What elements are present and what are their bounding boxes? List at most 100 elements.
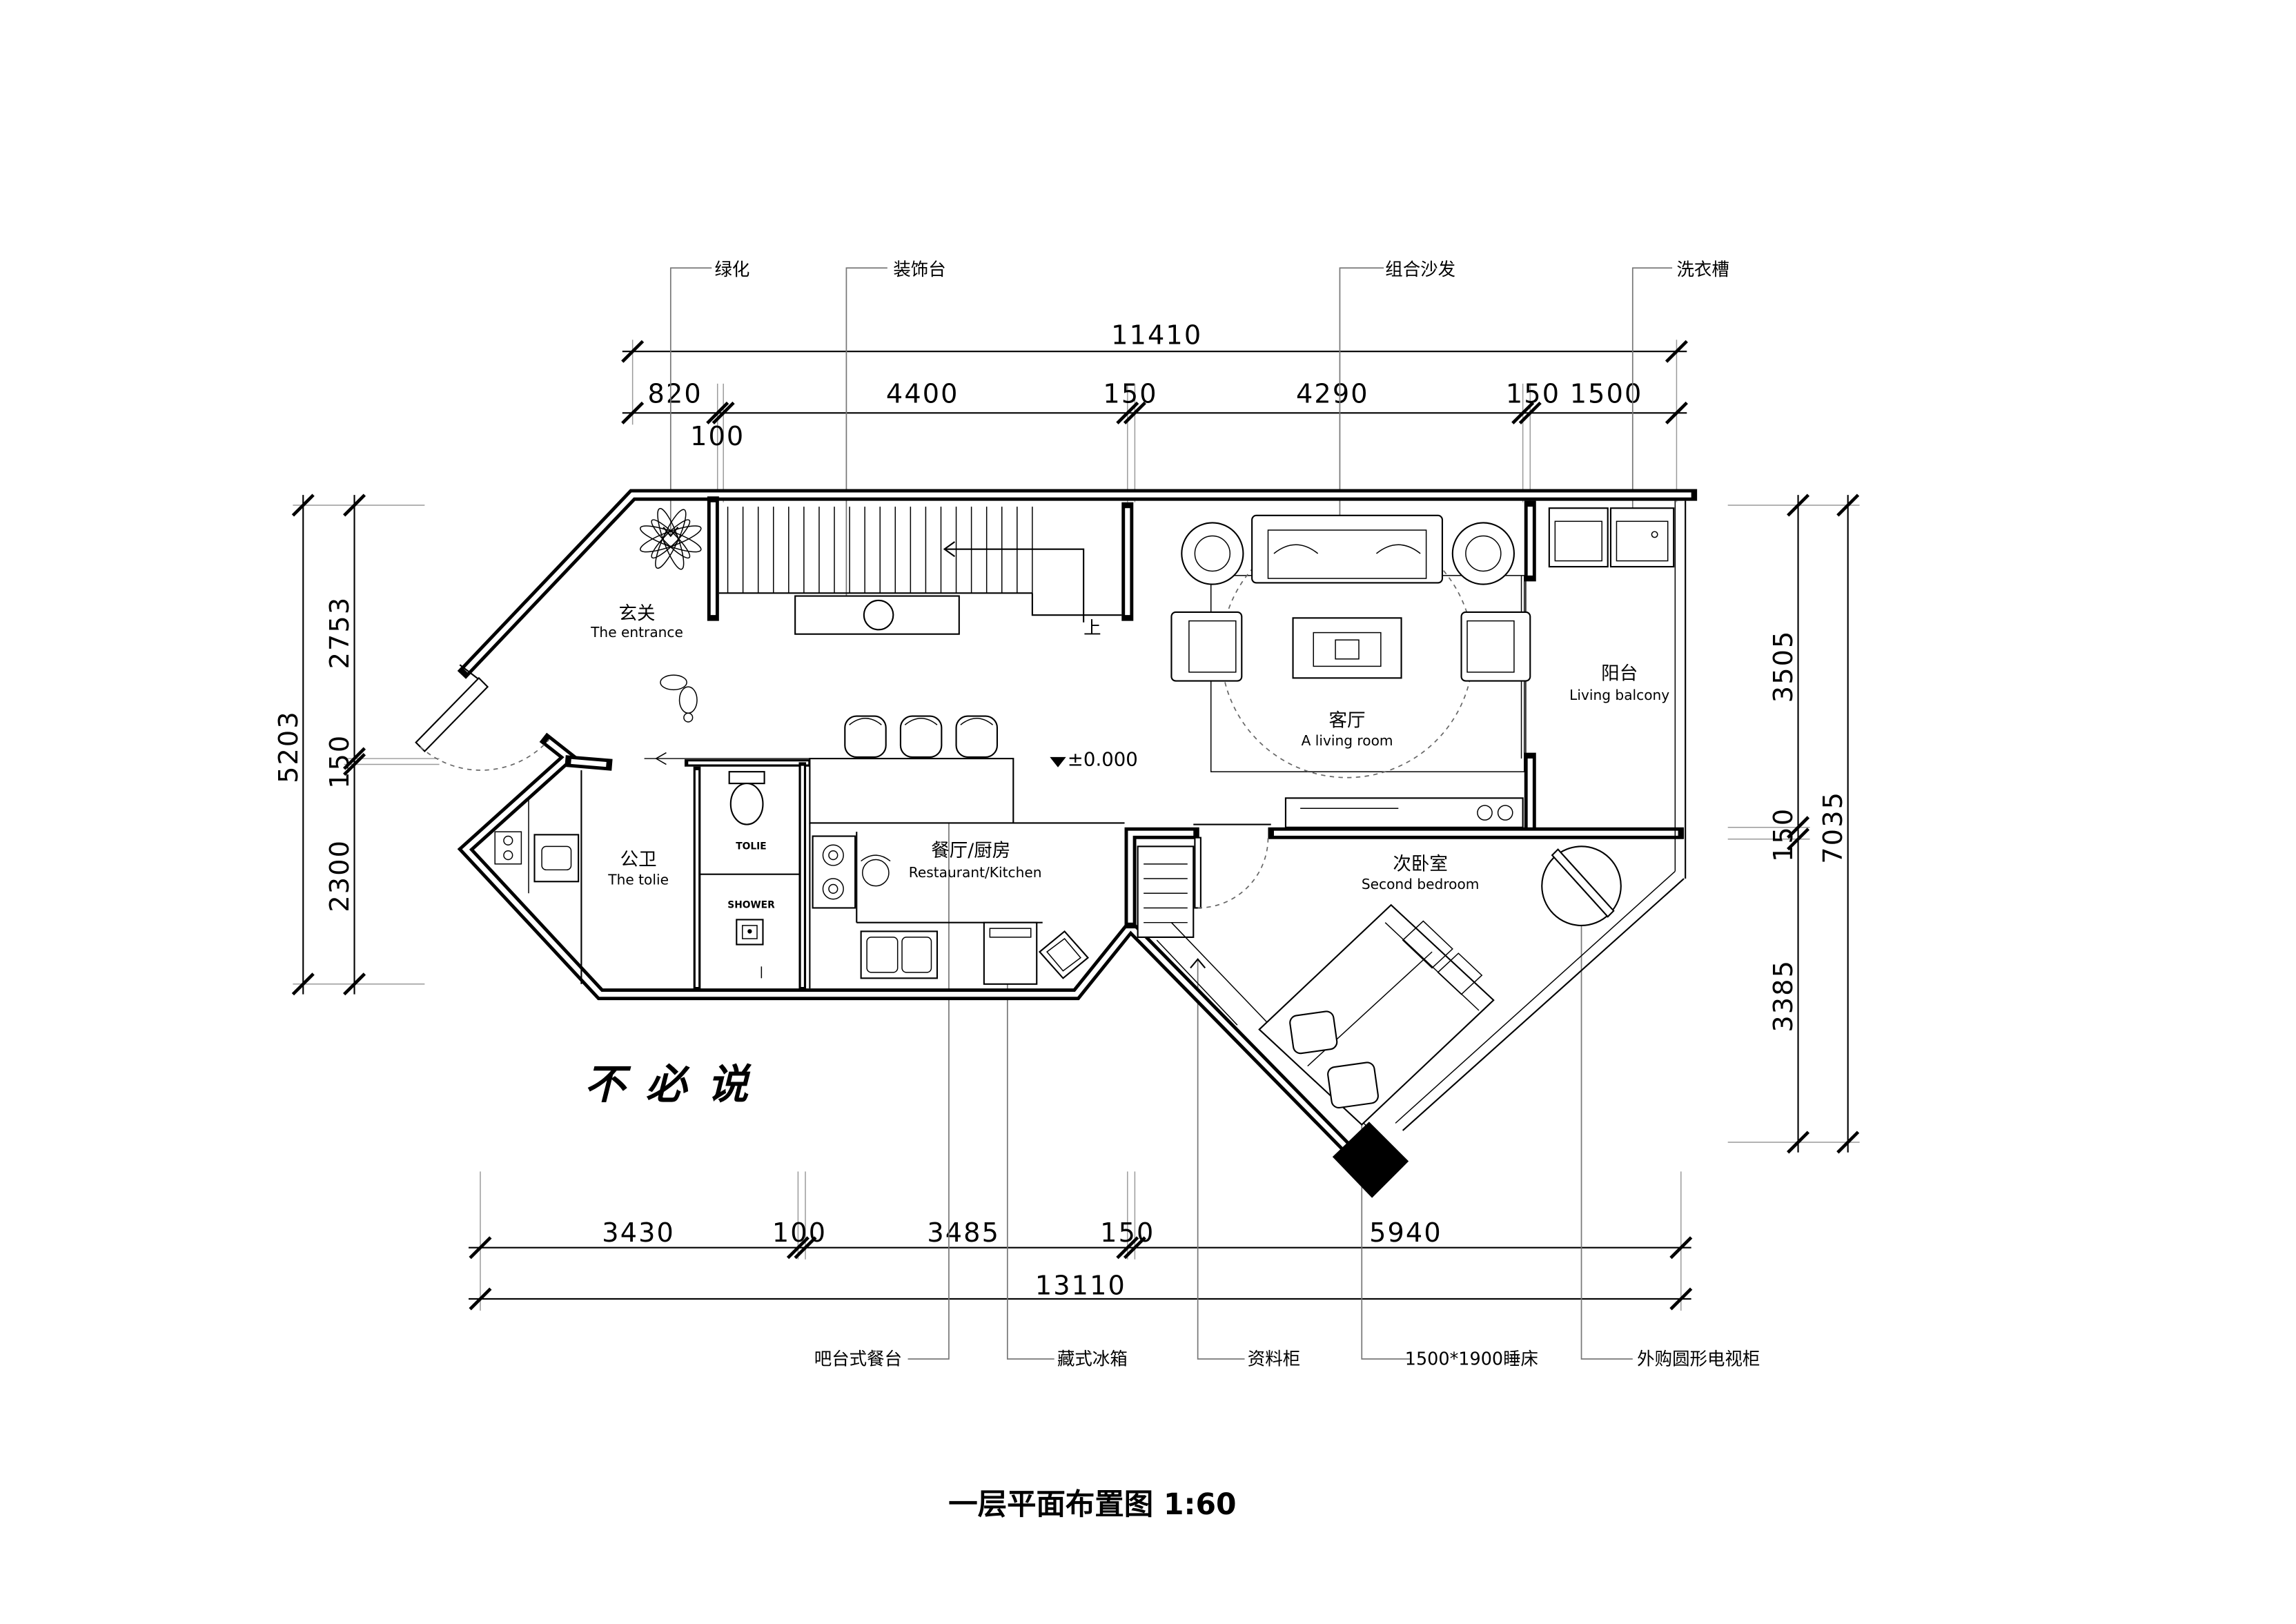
dimension-tick: [621, 401, 645, 424]
leader-greenery: [669, 267, 712, 535]
bar-stool-back: [960, 717, 994, 725]
sofa-cushion: [1376, 544, 1421, 554]
dim-top-4: 4290: [1296, 379, 1369, 409]
coffee-table: [1292, 617, 1402, 679]
nightstand-chair: [1327, 1062, 1379, 1109]
dim-bottom-2: 100: [772, 1218, 827, 1249]
coffee-table-top: [1313, 632, 1382, 667]
annotation-labels: 绿化 装饰台 组合沙发 洗衣槽 吧台式餐台 藏式冰箱 资料柜 1500*1900…: [714, 260, 1760, 1370]
plant-greenery: [640, 508, 702, 570]
speaker-icon: [1497, 805, 1513, 821]
faucet-icon: [503, 835, 513, 845]
room-kitchen-en: Restaurant/Kitchen: [909, 864, 1042, 881]
room-living-en: A living room: [1302, 732, 1393, 749]
dimension-tick: [1511, 401, 1535, 424]
bar-stool-back: [904, 717, 938, 725]
dimension-tick: [343, 972, 366, 996]
kitchen-chair: [861, 854, 891, 887]
shoe-mat-figure: [660, 674, 698, 723]
interior-walls: [684, 496, 1685, 991]
room-entrance-cn: 玄关: [618, 603, 655, 624]
stair-arrow-head: [943, 541, 956, 558]
dimension-ticks: [291, 340, 1860, 1311]
speaker-icon: [1477, 805, 1493, 821]
leader-decor-table: [845, 267, 887, 608]
faucet-icon: [503, 850, 513, 861]
dimension-tick: [1123, 401, 1146, 424]
dim-right-total: 7035: [1818, 791, 1849, 864]
dimension-texts: 11410 820 4400 150 4290 150 1500 100 520…: [274, 321, 1849, 1302]
dimension-tick: [1787, 828, 1810, 851]
door-leaf: [1194, 837, 1201, 909]
dim-left-1: 2753: [325, 596, 355, 669]
stair-landing-edge: [1031, 593, 1122, 616]
dim-top-1: 820: [648, 379, 703, 409]
dimension-tick: [1787, 816, 1810, 839]
toilet-tank: [728, 771, 765, 785]
dim-bottom-5: 5940: [1369, 1218, 1442, 1249]
cooktop: [812, 835, 856, 909]
laundry-sink: [1609, 507, 1675, 568]
washing-machine-lid: [1554, 520, 1602, 562]
burner-icon: [822, 878, 844, 900]
wall-stub-core: [571, 759, 607, 767]
bedroom-door: [1193, 823, 1271, 909]
file-cabinet-shelves: [1144, 863, 1188, 923]
burner-icon: [828, 850, 838, 861]
window-southeast-outer: [1402, 878, 1685, 1131]
entrance-arrow: [655, 752, 667, 765]
kitchen-cabinet-corner-inner: [1046, 938, 1081, 972]
room-bath-en: The tolie: [607, 872, 669, 888]
sofa: [1251, 514, 1444, 584]
leader-marker: [1190, 958, 1206, 969]
burner-icon: [828, 883, 838, 894]
wall-north-core: [464, 492, 1691, 673]
second-bedroom: 次卧室 Second bedroom: [1137, 845, 1622, 1137]
plant-leaf: [651, 519, 691, 559]
bar-stool: [844, 715, 887, 758]
washing-machine: [1548, 507, 1609, 568]
extension-lines: [293, 340, 1860, 1311]
chair-back: [861, 854, 891, 862]
dimension-tick: [712, 401, 735, 424]
decor-table-vase: [863, 599, 894, 631]
tv-unit: [1551, 848, 1615, 918]
room-bedroom-en: Second bedroom: [1362, 876, 1480, 892]
nightstand-chair: [1289, 1010, 1338, 1055]
dim-bottom-4: 150: [1100, 1218, 1155, 1249]
bathroom: TOLIE SHOWER 公卫 The tolie: [494, 770, 775, 984]
sink-basin-left: [866, 937, 899, 973]
sink-basin-right: [901, 937, 932, 973]
fridge-inner: [989, 928, 1032, 938]
toilet-bowl: [729, 783, 764, 825]
door-swing-arc: [420, 738, 550, 771]
dim-top-5: 150: [1506, 379, 1560, 409]
shower-label: SHOWER: [727, 899, 775, 910]
sofa-cushion: [1273, 544, 1319, 554]
bar-counter: [809, 757, 1014, 824]
dimension-tick: [1665, 340, 1688, 363]
kitchen-sink: [860, 930, 939, 979]
label-bed: 1500*1900睡床: [1405, 1349, 1538, 1369]
designer-signature: 不必说: [585, 1060, 769, 1108]
drain-icon: [1651, 531, 1658, 538]
dim-bottom-1: 3430: [602, 1218, 675, 1249]
leader-sofa: [1339, 267, 1384, 549]
dimension-tick: [1836, 493, 1860, 517]
dimension-tick: [1116, 401, 1139, 424]
side-table-lamp: [1194, 535, 1231, 572]
drawing-title: 一层平面布置图 1:60: [948, 1488, 1236, 1522]
dimension-tick: [469, 1236, 492, 1260]
stair-direction-arrow: [944, 548, 1085, 623]
dimension-tick: [343, 493, 366, 517]
leader-file-cabinet: [1197, 959, 1245, 1360]
towel-rack: [494, 831, 522, 865]
built-in-fridge: [983, 921, 1038, 985]
door-swing-arc: [1197, 837, 1269, 909]
dimension-tick: [1787, 493, 1810, 517]
label-laundry-sink: 洗衣槽: [1676, 260, 1729, 280]
staircase: 上: [718, 507, 1122, 639]
side-table-right: [1451, 522, 1515, 585]
elevation-marker-icon: [1050, 756, 1066, 767]
dim-top-6: 1500: [1570, 379, 1643, 409]
